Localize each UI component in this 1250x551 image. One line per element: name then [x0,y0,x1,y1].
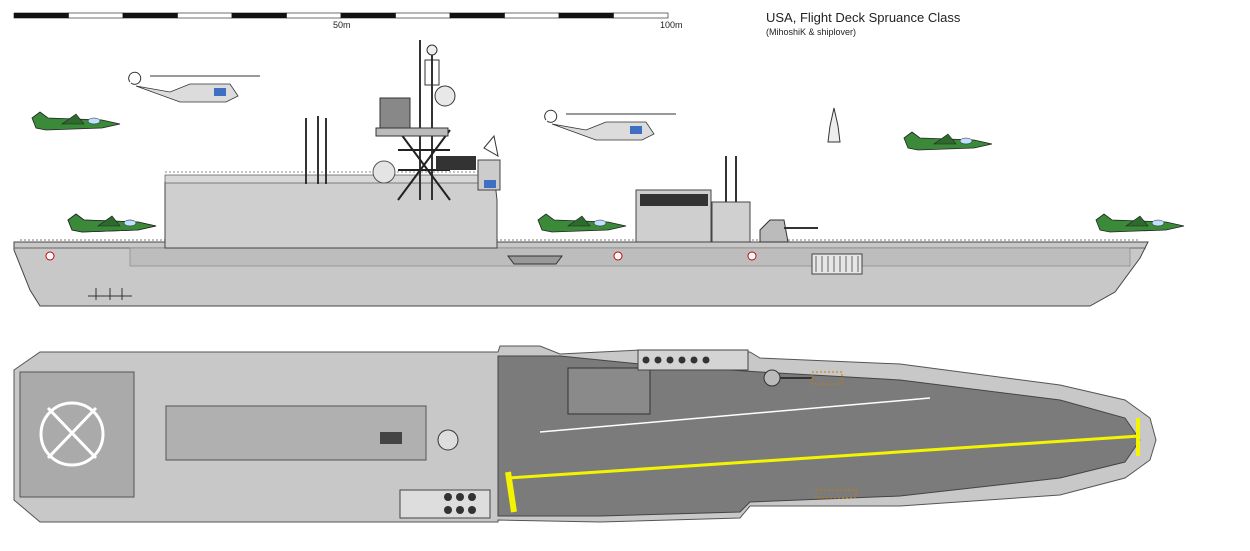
side-profile [13,40,1149,307]
vls-cells [444,493,476,514]
jet-icon [537,213,627,233]
superstructure-aft [164,181,498,249]
deckhouse [711,201,751,243]
helicopter-icon [544,109,676,141]
scale-segment [122,12,178,19]
scale-segment [231,12,287,19]
scale-segment [340,12,396,19]
island-outline [567,367,651,415]
scale-segment [504,12,560,19]
lifebuoy-icon [747,251,757,261]
scale-label-50: 50m [333,20,351,30]
missile-icon [827,107,841,143]
jet-icon [31,111,121,131]
scale-segment [558,12,614,19]
vent-grille [811,253,863,275]
helipad [19,371,135,498]
jet-icon [1095,213,1185,233]
aircraft-layer [31,71,1185,233]
superstructure-top [164,174,496,184]
guide-line [539,397,931,433]
helicopter-icon [128,71,260,103]
exhaust-fwd [436,156,476,170]
scale-segment [613,12,669,19]
lifebuoy-icon [45,251,55,261]
boat-station [815,489,857,499]
jet-icon [67,213,157,233]
vls-block [399,489,491,519]
radar-dish [477,134,501,191]
radome-icon [437,429,459,451]
scale-segment [286,12,342,19]
deck-gun [759,219,818,243]
hull-markings [88,288,132,300]
main-mast [372,40,456,201]
jet-icon [903,131,993,151]
top-view [13,345,1157,523]
hull-recess [129,247,1131,267]
drawing-credit: (MihoshiK & shiplover) [766,27,857,37]
lifebuoy-icon [613,251,623,261]
scale-segment [68,12,124,19]
landing-centerline [507,434,1141,480]
exhaust-aft [640,194,708,206]
launch-boat [507,255,563,265]
scale-segment [395,12,451,19]
deck-stop-line-aft [505,471,517,513]
elevator [380,432,402,444]
boat-station [811,371,843,385]
scale-segment [177,12,233,19]
drawing-title: USA, Flight Deck Spruance Class [766,10,961,25]
scale-segment [449,12,505,19]
scale-segment [13,12,69,19]
scale-label-100: 100m [660,20,683,30]
scale-bar [13,12,669,19]
gun-plan [763,369,781,387]
island-exhaust-cells [642,356,710,364]
